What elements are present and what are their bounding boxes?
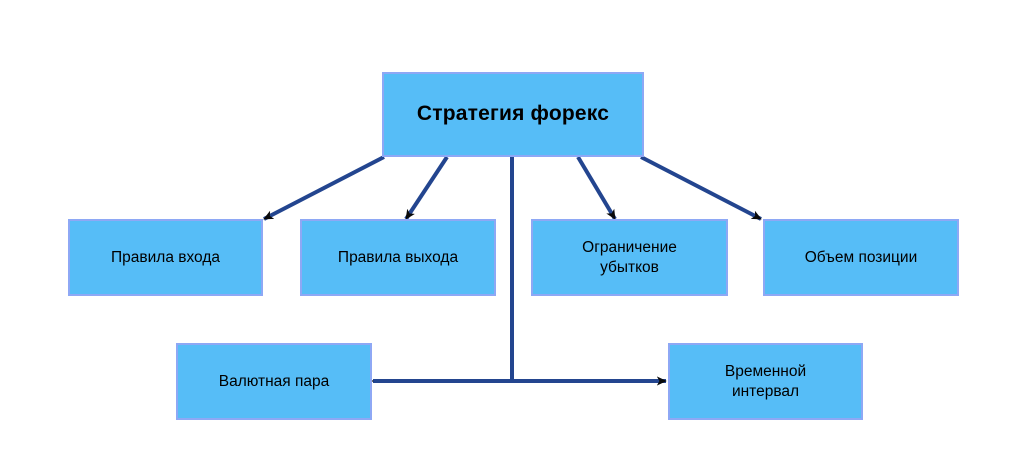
node-label-entry-rules: Правила входа: [111, 248, 220, 266]
node-label-loss-limit: Ограничение убытков: [582, 238, 677, 276]
node-position-size[interactable]: Объем позиции: [763, 219, 959, 296]
node-strategy-root[interactable]: Стратегия форекс: [382, 72, 644, 157]
node-loss-limit[interactable]: Ограничение убытков: [531, 219, 728, 296]
node-label-time-frame: Временной интервал: [724, 362, 807, 400]
edge-root-to-exit-rules: [404, 155, 449, 221]
edge-root-to-entry-rules: [263, 155, 385, 221]
node-entry-rules[interactable]: Правила входа: [68, 219, 263, 296]
node-label-exit-rules: Правила выхода: [337, 248, 459, 266]
node-label-strategy-root: Стратегия форекс: [416, 102, 610, 126]
edge-root-to-position-size: [640, 155, 762, 221]
node-label-currency-pair: Валютная пара: [218, 372, 330, 390]
node-currency-pair[interactable]: Валютная пара: [176, 343, 372, 420]
node-time-frame[interactable]: Временной интервал: [668, 343, 863, 420]
edge-root-to-loss-limit: [576, 155, 617, 221]
node-exit-rules[interactable]: Правила выхода: [300, 219, 496, 296]
node-label-position-size: Объем позиции: [804, 248, 918, 266]
